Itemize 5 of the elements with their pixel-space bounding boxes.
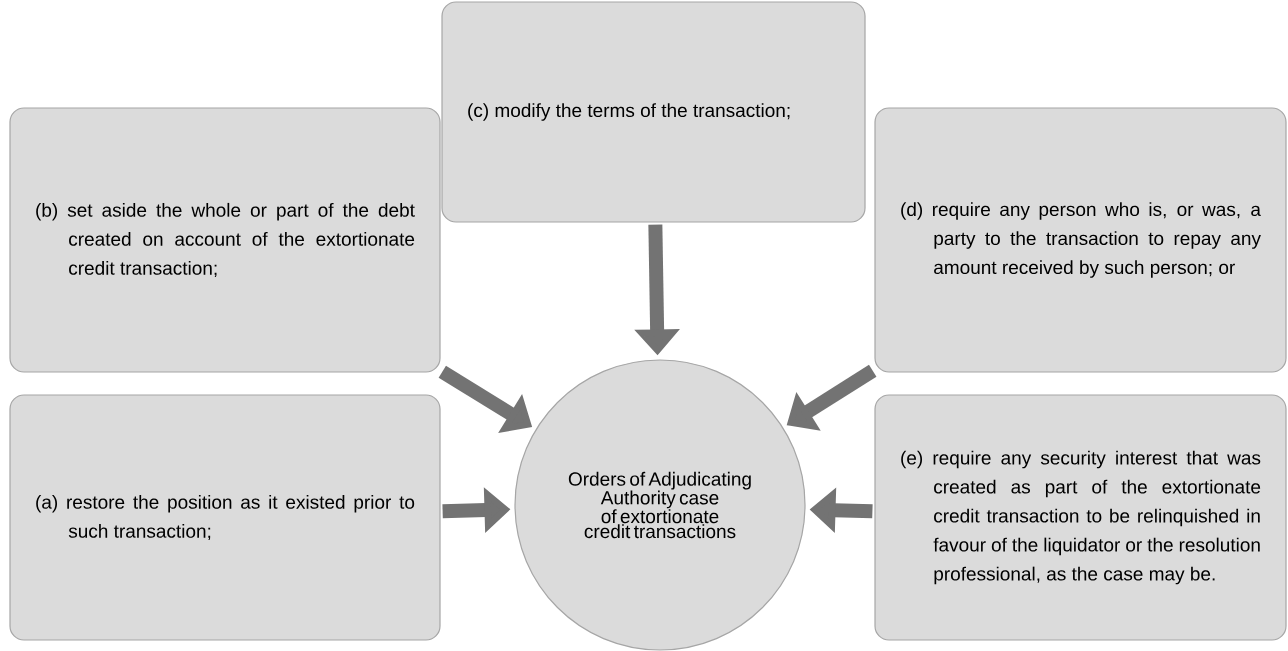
text-box: (c) modify the terms of the transaction; xyxy=(441,1,866,223)
text-box: (b) set aside the whole or part of the debt created on account of the extortionate credit transaction; xyxy=(9,107,441,373)
text-box: (d) require any person who is, or was, a party to the transaction to repay any amount received by such person; or xyxy=(874,107,1287,373)
text-box: (e) require any security interest that was created as part of the extortionate credit transaction to be relinquished in favour of the liquidator or the resolution professional, as the case may be. xyxy=(874,394,1287,641)
text-box: (a) restore the position as it existed prior to such transaction; xyxy=(9,394,441,641)
